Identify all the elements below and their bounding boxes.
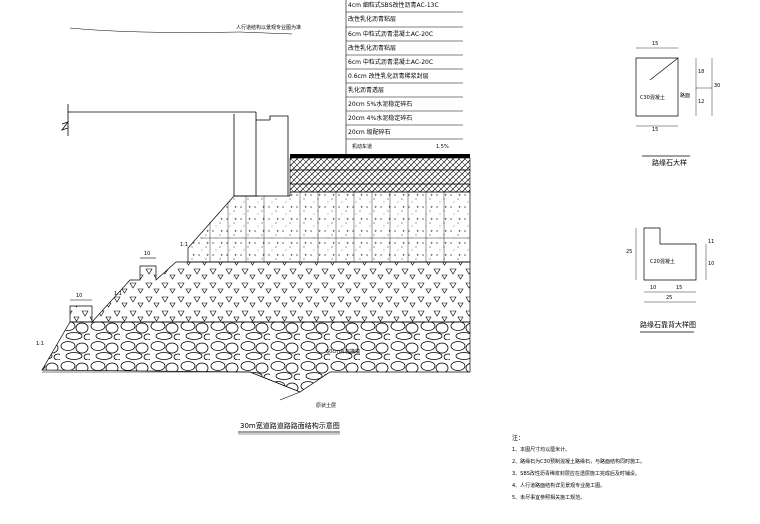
backing-dim-b: 15 [676,285,683,291]
layer-label: 20cm 级配碎石 [348,129,391,136]
backing-detail [635,227,707,333]
asphalt-layer [289,157,471,171]
curb-dim-upper: 18 [698,69,705,75]
backing-dim-left: 25 [626,249,633,255]
backing-dim-a: 10 [650,285,657,291]
step-width-upper: 10 [144,251,151,257]
graded-gravel-layer [69,261,471,323]
curb-dim-top: 15 [652,41,659,47]
layer-label: 4cm 细粒式SBS改性沥青AC-13C [348,2,439,9]
slope-ratio-left: 1:1 [180,242,189,248]
curb-road-label: 路面 [680,93,691,99]
crossfall-value: 1.5% [436,144,449,150]
notes-heading: 注： [512,435,525,442]
backing-dim-lower: 10 [708,261,715,267]
layer-label: 改性乳化沥青粘层 [348,45,397,52]
layer-label: 20cm 5%水泥稳定碎石 [348,101,413,108]
surface-layer [290,154,470,158]
layer-label: 改性乳化沥青粘层 [348,16,397,23]
backing-dim-total: 25 [666,295,673,301]
note-item: 4、人行道路面结构详见景观专业施工图。 [512,483,606,489]
note-item: 3、SBS改性沥青稀浆封层应在透层施工完成后及时铺设。 [512,471,640,477]
curb-detail-title: 路缘石大样 [652,159,687,167]
note-item: 5、未尽事宜参照相关施工规范。 [512,495,586,501]
backing-material: C20混凝土 [650,259,675,265]
step-width-lower: 10 [76,293,83,299]
subgrade-label: 原状土层 [316,403,337,409]
note-item: 1、本图尺寸均以厘米计。 [512,447,571,453]
main-diagram-title: 30m宽道路道路路面结构示意图 [240,422,340,430]
step-dims [70,257,156,301]
layer-label: 20cm 4%水泥稳定碎石 [348,115,413,122]
layer-label: 乳化沥青透层 [348,87,385,94]
curb-dim-lower: 12 [698,99,705,105]
curb-dim-height: 30 [714,83,721,89]
backing-detail-title: 路缘石靠背大样图 [640,321,696,329]
sidewalk-note: 人行道结构以景观专业图为准 [236,25,302,31]
stabilized-base [187,191,471,263]
layer-label: 6cm 中粒式沥青混凝土AC-20C [348,31,434,38]
layer-leader-table [345,0,463,154]
asphalt-layer-lower [289,169,471,185]
layer-label: 0.6cm 改性乳化沥青稀浆封层 [348,73,429,80]
slope-ratio-bottom: 1:1 [36,341,45,347]
layer-label: 6cm 中粒式沥青混凝土AC-20C [348,59,434,66]
rubble-layer [41,321,471,393]
curb-dim-bottom: 15 [652,127,659,133]
seal-layer [289,183,471,193]
slope-ratio-mid: 1:1 [114,291,123,297]
backing-dim-upper: 11 [708,239,715,245]
crossfall-label: 机动车道 [352,144,373,150]
curb-material: C30混凝土 [640,95,665,101]
base-grid-lines [200,192,470,262]
curb-detail [635,47,713,157]
sidewalk-profile [60,27,293,197]
rubble-label: 60cm片石换填 [326,349,360,355]
note-item: 2、路缘石为C30预制混凝土路缘石，与路面结构同时施工。 [512,459,646,465]
